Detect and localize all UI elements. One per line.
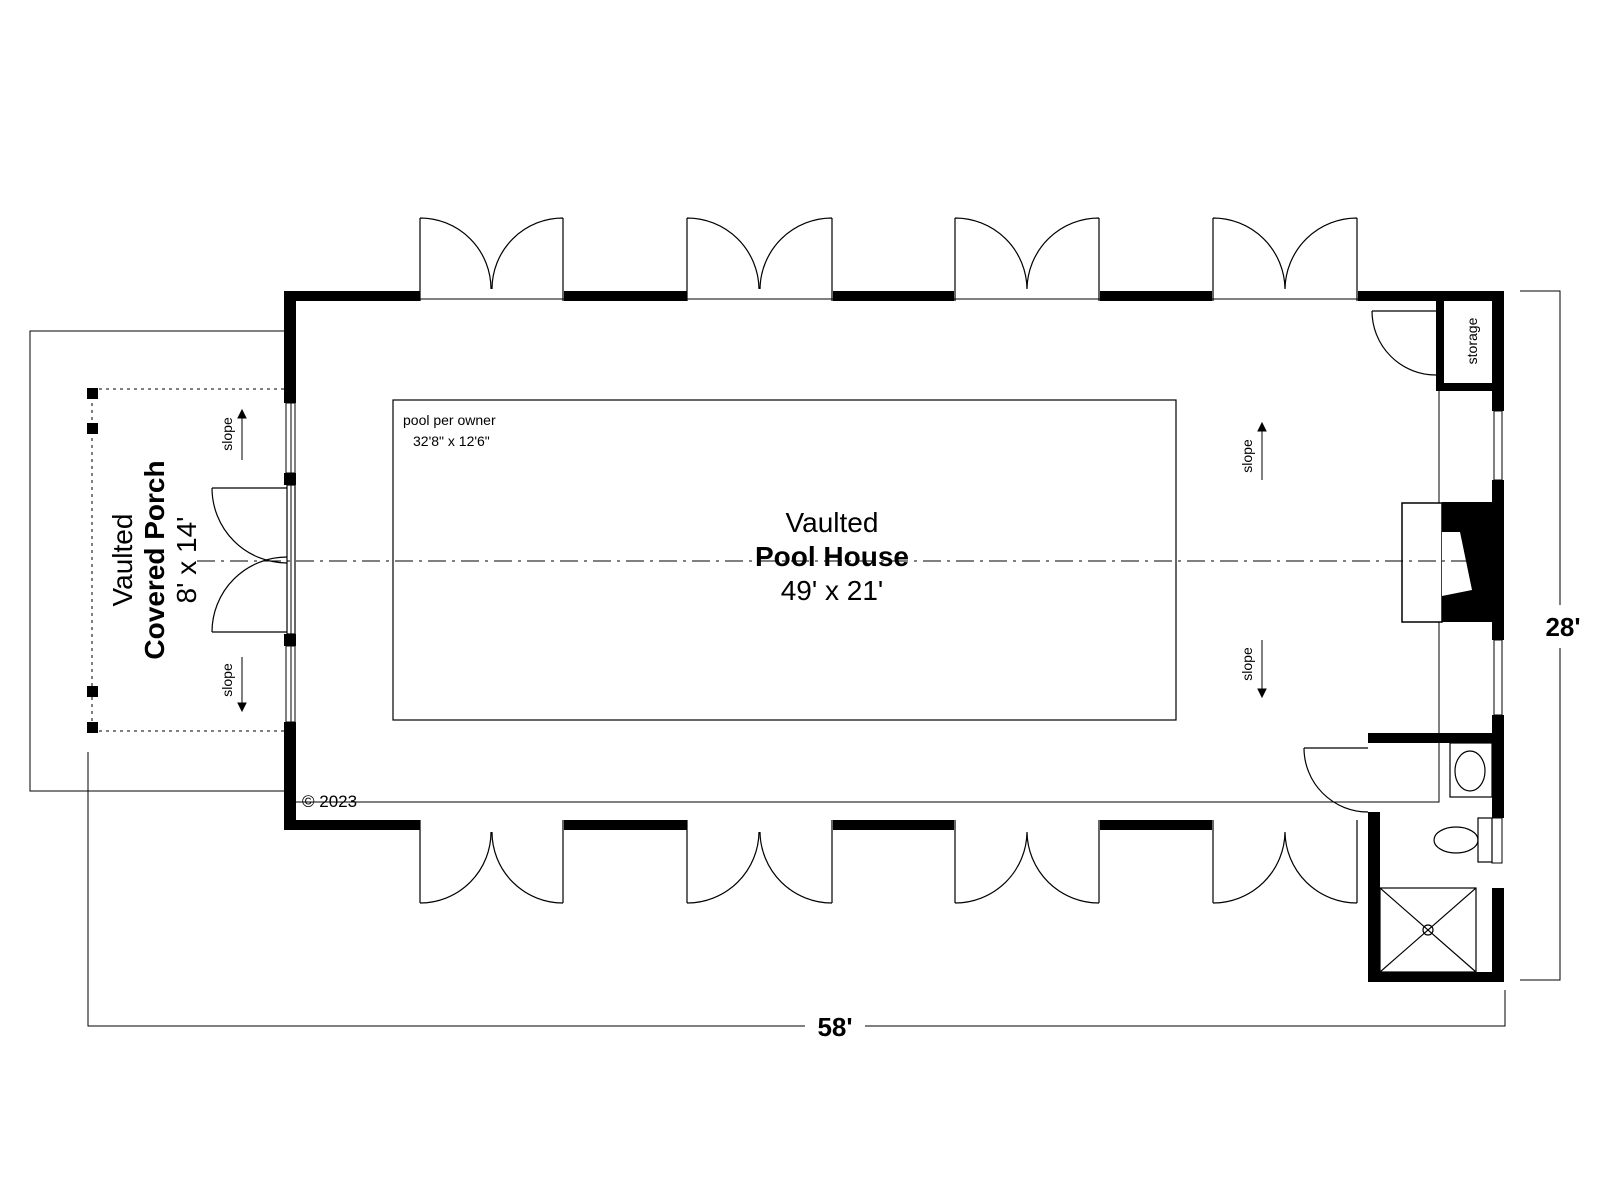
storage-door — [1371, 310, 1437, 376]
exterior-walls — [284, 291, 1504, 982]
copyright: © 2023 — [302, 792, 357, 811]
fireplace — [1401, 502, 1472, 623]
porch-posts — [87, 388, 98, 733]
vanity — [1449, 742, 1493, 798]
covered-porch-outline — [29, 330, 284, 792]
overall-width-label: 58' — [817, 1012, 852, 1042]
overall-depth-label: 28' — [1545, 612, 1580, 642]
sink-icon — [1454, 750, 1486, 792]
porch-double-doors — [211, 484, 296, 635]
slope-label-house-bottom: slope — [1239, 647, 1255, 681]
bottom-french-doors — [419, 820, 1358, 904]
storage-label: storage — [1464, 317, 1480, 364]
slope-label-porch-bottom: slope — [219, 663, 235, 697]
toilet-tank-icon — [1477, 817, 1493, 863]
toilet-bowl-icon — [1433, 826, 1479, 854]
left-windows — [285, 402, 296, 723]
porch-title-2: Covered Porch — [139, 460, 170, 659]
pool-house-title-2: Pool House — [755, 541, 909, 572]
shower-icon — [1379, 887, 1477, 973]
pool-outline — [392, 399, 1177, 721]
porch-title-1: Vaulted — [107, 514, 138, 607]
bathroom-fixtures — [1379, 742, 1493, 973]
pool-label: pool per owner — [403, 412, 496, 428]
pool-house-title-1: Vaulted — [786, 507, 879, 538]
pool-house-dimensions: 49' x 21' — [781, 575, 884, 606]
slope-arrows — [237, 408, 1267, 713]
dimension-lines — [87, 290, 1561, 1027]
pool-dimensions: 32'8" x 12'6" — [413, 433, 490, 449]
slope-label-porch-top: slope — [219, 417, 235, 451]
bathroom-door — [1303, 747, 1369, 813]
porch-dimensions: 8' x 14' — [171, 517, 202, 604]
slope-label-house-top: slope — [1239, 439, 1255, 473]
top-french-doors — [419, 217, 1358, 301]
